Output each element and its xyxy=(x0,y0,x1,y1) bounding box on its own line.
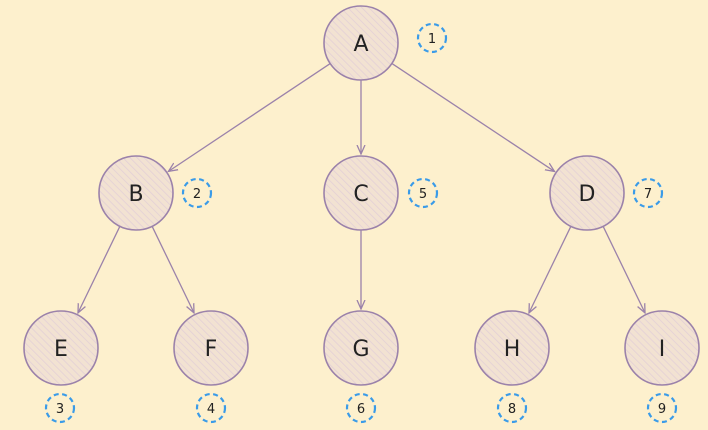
order-badge: 4 xyxy=(195,392,227,424)
order-badge: 8 xyxy=(496,392,528,424)
node-circle xyxy=(474,310,550,386)
node-circle xyxy=(323,155,399,231)
node-I[interactable]: I xyxy=(624,310,700,386)
order-number: 3 xyxy=(56,402,64,417)
node-circle xyxy=(23,310,99,386)
node-label: G xyxy=(352,337,369,362)
node-label: D xyxy=(579,182,596,207)
edge-B-F xyxy=(151,226,194,313)
node-C[interactable]: C xyxy=(323,155,399,231)
node-H[interactable]: H xyxy=(474,310,550,386)
order-badge: 1 xyxy=(416,22,448,54)
order-badge: 3 xyxy=(44,392,76,424)
node-A[interactable]: A xyxy=(323,5,399,81)
edge-D-H xyxy=(529,226,572,313)
node-circle xyxy=(549,155,625,231)
order-badge: 7 xyxy=(632,177,664,209)
order-number: 6 xyxy=(357,402,365,417)
order-number: 4 xyxy=(207,402,215,417)
edge-D-I xyxy=(602,226,645,313)
order-badge: 2 xyxy=(181,177,213,209)
node-circle xyxy=(323,5,399,81)
order-badge: 9 xyxy=(646,392,678,424)
order-number: 5 xyxy=(419,187,427,202)
edge-A-B xyxy=(168,62,331,172)
node-circle xyxy=(323,310,399,386)
order-number: 8 xyxy=(508,402,516,417)
edge-A-D xyxy=(391,62,555,171)
node-circle xyxy=(173,310,249,386)
order-number: 9 xyxy=(658,402,666,417)
order-number: 1 xyxy=(428,32,436,47)
node-label: E xyxy=(54,337,68,362)
order-number: 2 xyxy=(193,187,201,202)
node-label: A xyxy=(353,32,368,57)
node-label: B xyxy=(128,182,143,207)
node-circle xyxy=(624,310,700,386)
edge-B-E xyxy=(78,226,121,313)
order-badge: 6 xyxy=(345,392,377,424)
node-B[interactable]: B xyxy=(98,155,174,231)
node-label: I xyxy=(659,337,666,362)
node-F[interactable]: F xyxy=(173,310,249,386)
node-label: C xyxy=(353,182,368,207)
node-D[interactable]: D xyxy=(549,155,625,231)
node-E[interactable]: E xyxy=(23,310,99,386)
order-number: 7 xyxy=(644,187,652,202)
node-G[interactable]: G xyxy=(323,310,399,386)
node-label: H xyxy=(504,337,521,362)
order-badge: 5 xyxy=(407,177,439,209)
node-circle xyxy=(98,155,174,231)
node-label: F xyxy=(205,337,218,362)
